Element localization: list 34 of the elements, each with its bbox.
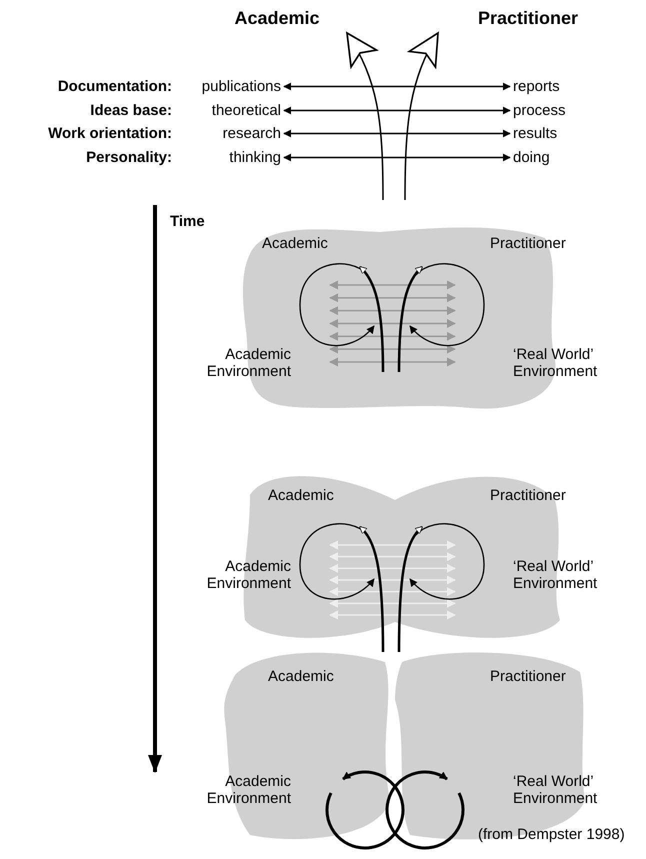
row-label: Personality: xyxy=(86,149,172,166)
trait-text: research xyxy=(222,125,281,142)
column-heading: Academic xyxy=(234,10,320,27)
trait-text: theoretical xyxy=(212,102,281,119)
trait-text: process xyxy=(513,102,566,119)
curved-arrow xyxy=(346,32,384,200)
region-label: Academic xyxy=(262,235,328,252)
region-label: Academic Environment xyxy=(206,773,291,807)
row-label: Documentation: xyxy=(58,78,172,95)
region-label: ‘Real World’ Environment xyxy=(513,773,598,807)
double-arrow xyxy=(283,154,511,162)
trait-text: reports xyxy=(513,78,560,95)
curved-arrow xyxy=(404,32,439,200)
axis-label: Time xyxy=(170,213,205,230)
region-label: Academic Environment xyxy=(206,558,291,592)
row-label: Work orientation: xyxy=(48,125,172,142)
double-arrow xyxy=(283,82,511,90)
region-label: Practitioner xyxy=(490,235,566,252)
source-caption: (from Dempster 1998) xyxy=(478,826,625,843)
trait-text: publications xyxy=(202,78,281,95)
region-label: Academic Environment xyxy=(206,346,291,380)
region-label: Academic xyxy=(268,668,334,685)
region-label: Practitioner xyxy=(490,668,566,685)
double-arrow xyxy=(283,106,511,114)
column-heading: Practitioner xyxy=(478,10,578,27)
region-label: Academic xyxy=(268,487,334,504)
trait-text: doing xyxy=(513,149,550,166)
row-label: Ideas base: xyxy=(90,102,172,119)
trait-text: thinking xyxy=(229,149,281,166)
region-label: ‘Real World’ Environment xyxy=(513,558,598,592)
region-label: Practitioner xyxy=(490,487,566,504)
region-label: ‘Real World’ Environment xyxy=(513,346,598,380)
double-arrow xyxy=(283,130,511,138)
trait-text: results xyxy=(513,125,558,142)
